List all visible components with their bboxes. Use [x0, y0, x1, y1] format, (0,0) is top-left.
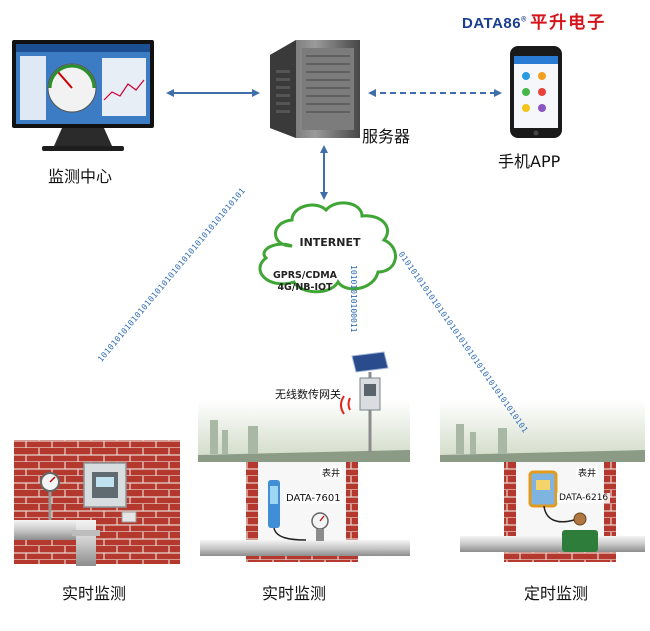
internet-cloud: [258, 201, 397, 294]
network-types: GPRS/CDMA 4G/NB-IOT: [270, 270, 340, 294]
brand-name: DATA86: [462, 15, 522, 32]
monitor-icon: [12, 40, 154, 151]
server-label: 服务器: [362, 127, 411, 146]
site-2-illustration: [200, 462, 410, 562]
registered-mark: ®: [521, 16, 527, 24]
internet-label: INTERNET: [299, 236, 361, 249]
site-3-well-label: 表井: [576, 466, 599, 479]
network-line-2: 4G/NB-IOT: [277, 282, 333, 293]
site-1-illustration: [14, 440, 180, 566]
site-3-device-name: DATA-6216: [557, 493, 611, 503]
monitor-center-label: 监测中心: [48, 167, 113, 186]
gateway-label: 无线数传网关: [275, 388, 341, 401]
brand-name-cn: 平升电子: [530, 13, 607, 32]
site-2-caption: 实时监测: [262, 584, 327, 603]
gateway-device-icon: [340, 351, 389, 452]
binary-stream-middle: 10101010100011: [349, 265, 358, 333]
site-3-caption: 定时监测: [524, 584, 589, 603]
server-icon: [270, 40, 360, 138]
phone-icon: [510, 46, 562, 138]
site-3-illustration: [460, 462, 645, 562]
brand-logo: DATA86®平升电子: [462, 8, 606, 33]
site-2-device-name: DATA-7601: [284, 493, 343, 504]
site-2-well-label: 表井: [320, 466, 343, 479]
phone-app-label: 手机APP: [498, 152, 561, 171]
network-line-1: GPRS/CDMA: [272, 270, 338, 281]
site-1-caption: 实时监测: [62, 584, 127, 603]
